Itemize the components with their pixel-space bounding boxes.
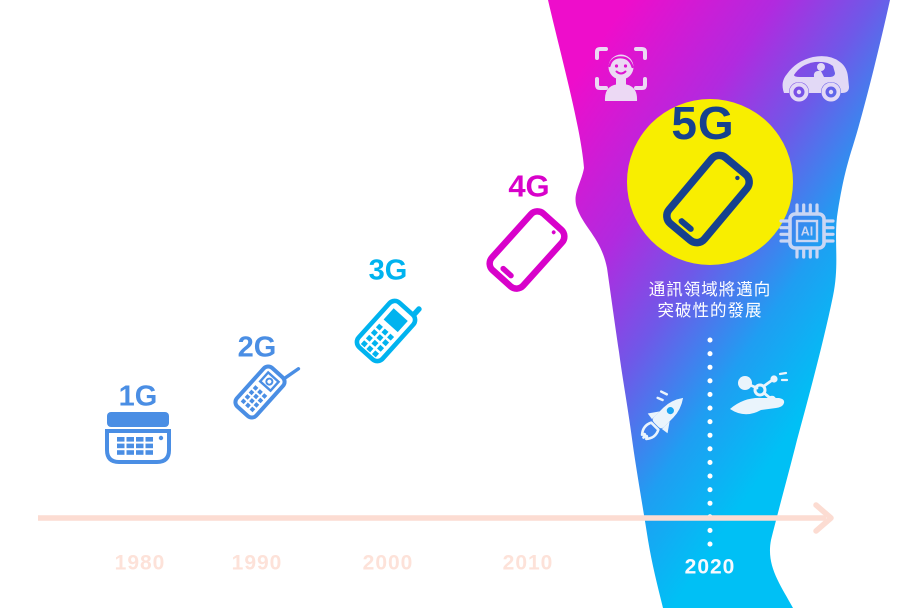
year-2020: 2020	[684, 555, 736, 579]
autonomous-car-icon	[777, 49, 853, 105]
label-3g: 3G	[368, 254, 408, 287]
ai-chip-label: AI	[801, 225, 814, 239]
timeline-arrow	[38, 502, 834, 534]
desk-phone-icon	[105, 412, 171, 464]
arrowhead-icon	[813, 502, 834, 534]
hero-caption-line2: 突破性的發展	[657, 300, 763, 320]
smartphone-icon	[663, 151, 753, 247]
ai-chip-icon: AI	[779, 203, 835, 259]
brick-phone-icon	[233, 364, 301, 420]
label-5g: 5G	[671, 97, 735, 149]
label-2g: 2G	[237, 331, 277, 364]
year-2000: 2000	[362, 551, 414, 575]
feature-phone-icon	[354, 298, 422, 364]
year-2010: 2010	[502, 551, 554, 575]
rocket-icon	[640, 390, 684, 441]
year-1980: 1980	[114, 551, 166, 575]
label-4g: 4G	[508, 168, 550, 204]
year-1990: 1990	[231, 551, 283, 575]
molecule-hand-icon	[730, 371, 789, 415]
label-1g: 1G	[118, 380, 158, 413]
smartphone-icon	[486, 208, 568, 292]
face-recognition-icon	[591, 43, 651, 107]
hero-caption-line1: 通訊領域將邁向	[648, 279, 772, 299]
